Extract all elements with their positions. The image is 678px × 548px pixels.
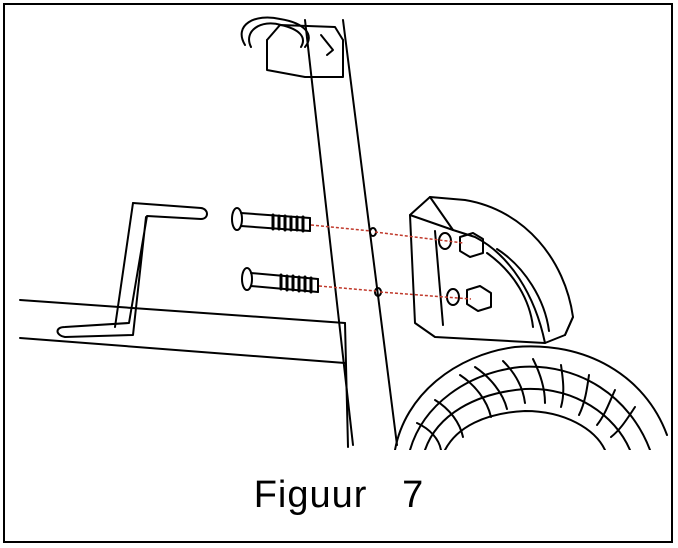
assembly-drawing [19,16,668,450]
bolt-lower [241,267,319,294]
nut-lower [446,285,492,312]
alignment-guides [310,224,472,300]
bolt-upper [231,207,311,233]
caption-label: Figuur [253,474,368,516]
figure-frame [3,3,673,543]
base-frame-tube [19,299,349,448]
caption-gap [367,474,402,516]
nut-upper [438,232,484,258]
upright-post [240,16,398,446]
wheel-cover-bracket [409,196,574,344]
caption-number: 7 [402,474,425,516]
wheel [394,345,668,450]
hex-key [56,202,208,338]
figure-caption: Figuur 7 [0,474,678,517]
